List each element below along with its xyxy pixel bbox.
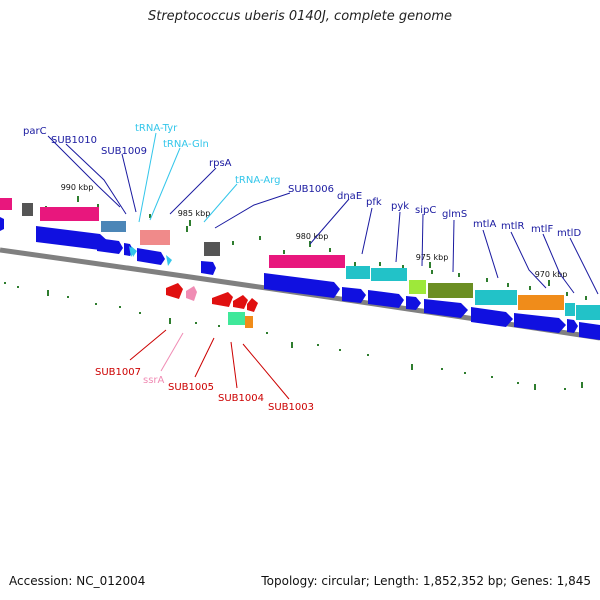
feature-label: ssrA (143, 375, 165, 386)
feature-box-pfk (346, 266, 370, 279)
tick-label: 985 kbp (178, 209, 211, 218)
cds-arrow (186, 286, 197, 301)
feature-box-mtlf (565, 303, 575, 316)
accession-label: Accession: NC_012004 (9, 574, 146, 588)
feature-label: pyk (391, 201, 409, 212)
cds-arrow (36, 226, 110, 250)
cds-arrow (212, 292, 233, 307)
cds-arrow (567, 319, 578, 333)
feature-label: dnaE (337, 191, 362, 202)
cds-arrow (264, 273, 340, 298)
feature-label: tRNA-Arg (235, 175, 280, 186)
genome-summary: Topology: circular; Length: 1,852,352 bp… (261, 574, 591, 588)
feature-label: glmS (442, 209, 467, 220)
feature-box-mtlr (518, 295, 564, 310)
tick-label: 970 kbp (535, 270, 568, 279)
feature-box-glms (428, 283, 473, 298)
cds-arrow (233, 295, 248, 309)
feature-box-sub1010 (40, 207, 99, 221)
feature-box-grey (22, 203, 33, 216)
cds-arrow (247, 298, 258, 312)
cds-arrow (514, 313, 566, 333)
cds-arrow (342, 287, 366, 303)
cds-arrow (368, 290, 404, 308)
feature-label: tRNA-Tyr (135, 123, 178, 134)
tick-label: 975 kbp (416, 253, 449, 262)
feature-label: SUB1007 (95, 367, 141, 378)
cds-arrow (166, 283, 183, 299)
cds-arrow (0, 217, 4, 231)
feature-label: SUB1005 (168, 382, 214, 393)
feature-label: SUB1003 (268, 402, 314, 413)
feature-box-parc (0, 198, 12, 210)
feature-label: parC (23, 126, 47, 137)
feature-label: mtlF (531, 224, 553, 235)
feature-label: SUB1004 (218, 393, 264, 404)
cds-arrow (424, 299, 468, 318)
feature-label: SUB1010 (51, 135, 97, 146)
feature-label: mtlR (501, 221, 524, 232)
feature-box-rpsa (140, 230, 170, 245)
cds-arrow (406, 296, 421, 310)
trna-marker (131, 246, 137, 257)
trna-markers (129, 246, 172, 266)
feature-label: sipC (415, 205, 436, 216)
map-title: Streptococcus uberis 0140J, complete gen… (147, 9, 453, 24)
reverse-cds-arrows (166, 283, 258, 328)
feature-box-mtld (576, 305, 600, 320)
feature-label: mtlA (473, 219, 496, 230)
feature-label: rpsA (209, 158, 232, 169)
feature-box-sub1009 (101, 221, 126, 232)
cds-arrow (97, 238, 123, 254)
tick-label: 980 kbp (296, 232, 329, 241)
callout-lines (47, 132, 599, 400)
feature-label: mtlD (557, 228, 581, 239)
forward-cds-arrows (0, 217, 600, 340)
feature-box-dnae (269, 255, 345, 268)
feature-box-reverse (228, 312, 245, 325)
scale-ticks: 990 kbp 985 kbp 980 kbp 975 kbp 970 kbp (61, 183, 568, 286)
feature-box-reverse (245, 316, 253, 328)
tick-label: 990 kbp (61, 183, 94, 192)
feature-labels: parC SUB1010 SUB1009 tRNA-Tyr tRNA-Gln r… (23, 123, 581, 413)
feature-label: SUB1006 (288, 184, 334, 195)
feature-label: SUB1009 (101, 146, 147, 157)
cds-arrow (137, 248, 165, 265)
minor-ticks (4, 204, 587, 390)
feature-box-grey-2 (204, 242, 220, 256)
cds-arrow (471, 307, 513, 327)
feature-box-pyk (371, 268, 407, 281)
cog-feature-boxes (0, 198, 600, 320)
feature-box-sipc (409, 280, 426, 294)
feature-label: pfk (366, 197, 382, 208)
cds-arrow (201, 261, 216, 275)
cds-arrow (579, 322, 600, 340)
feature-label: tRNA-Gln (163, 139, 209, 150)
feature-box-mtla (475, 290, 517, 305)
trna-marker (166, 255, 172, 266)
